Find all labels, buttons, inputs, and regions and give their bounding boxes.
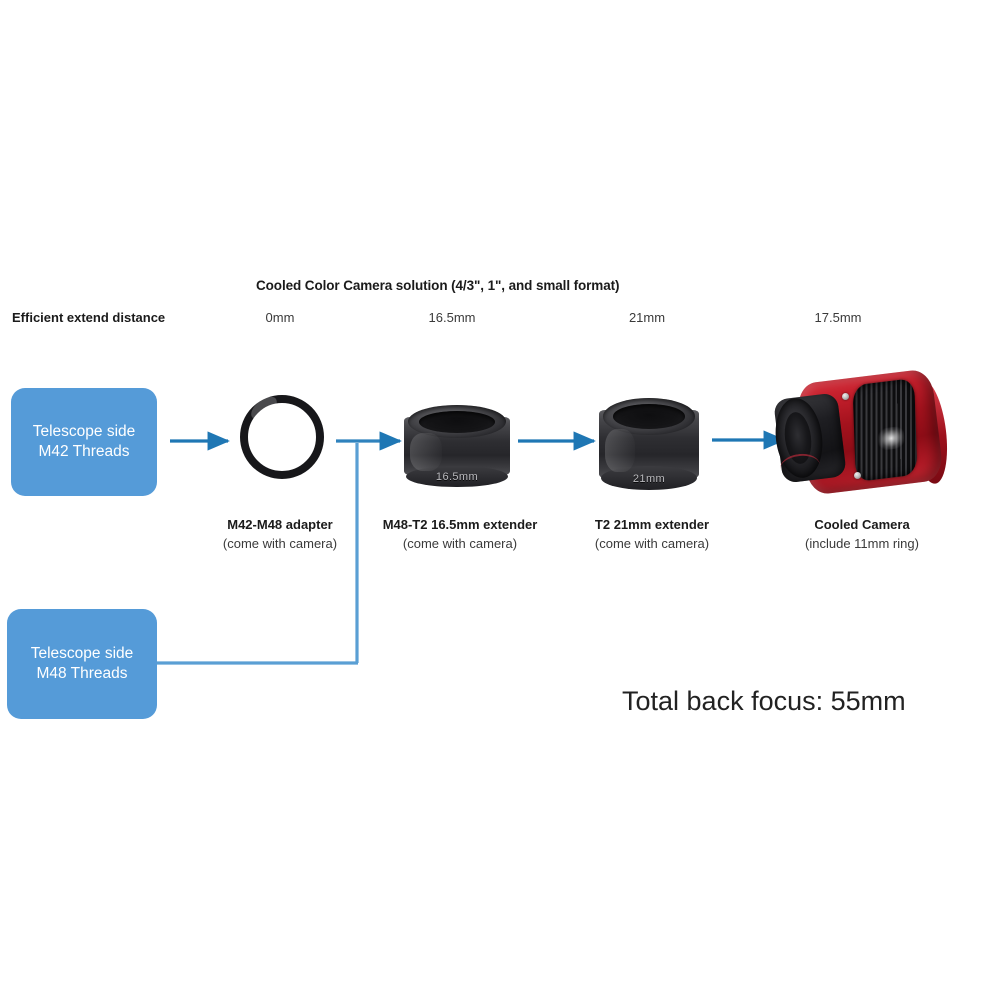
extender165-bottom <box>406 465 508 487</box>
caption-adapter: M42-M48 adapter (come with camera) <box>182 516 378 554</box>
caption-extender165-subtitle: (come with camera) <box>402 535 518 551</box>
t2-21mm-extender-image: 21mm <box>599 398 699 490</box>
camera-screw-bottom <box>854 472 861 479</box>
caption-extender21-subtitle: (come with camera) <box>594 535 710 551</box>
solution-title: Cooled Color Camera solution (4/3", 1", … <box>256 278 620 293</box>
telescope-m42-line1: Telescope side <box>32 422 136 440</box>
extender21-bore <box>613 404 685 430</box>
extender165-bore <box>418 410 496 433</box>
extender165-sheen <box>410 432 443 471</box>
distance-value-camera: 17.5mm <box>814 310 862 325</box>
caption-extender165-title: M48-T2 16.5mm extender <box>382 517 538 532</box>
extender21-engraving: 21mm <box>632 473 666 486</box>
caption-adapter-title: M42-M48 adapter <box>227 517 333 532</box>
extender21-sheen <box>605 429 635 472</box>
caption-extender21: T2 21mm extender (come with camera) <box>552 516 752 554</box>
telescope-side-m48-box[interactable]: Telescope side M48 Threads <box>7 609 157 719</box>
caption-adapter-subtitle: (come with camera) <box>222 535 338 551</box>
caption-extender21-title: T2 21mm extender <box>594 517 710 532</box>
efficient-extend-distance-label: Efficient extend distance <box>12 310 166 325</box>
m42-m48-adapter-image <box>240 392 324 479</box>
total-back-focus-text: Total back focus: 55mm <box>622 686 906 716</box>
telescope-m48-line1: Telescope side <box>30 644 134 662</box>
adapter-ring <box>240 395 324 479</box>
telescope-side-m42-box[interactable]: Telescope side M42 Threads <box>11 388 157 496</box>
distance-value-extender165: 16.5mm <box>428 310 476 325</box>
telescope-m48-line2: M48 Threads <box>36 665 128 682</box>
caption-camera-title: Cooled Camera <box>814 517 910 532</box>
extender21-bottom <box>601 466 697 490</box>
caption-camera-subtitle: (include 11mm ring) <box>805 535 919 551</box>
camera-screw-top <box>842 393 849 400</box>
camera-heatsink-fins <box>852 378 918 482</box>
distance-value-adapter: 0mm <box>265 310 295 325</box>
cooled-camera-image <box>771 368 953 500</box>
caption-camera: Cooled Camera (include 11mm ring) <box>752 516 972 554</box>
extender165-engraving: 16.5mm <box>435 470 479 483</box>
distance-value-extender21: 21mm <box>628 310 666 325</box>
telescope-m42-line2: M42 Threads <box>38 443 130 460</box>
m48-t2-16-5mm-extender-image: 16.5mm <box>404 405 510 487</box>
caption-extender165: M48-T2 16.5mm extender (come with camera… <box>358 516 562 554</box>
